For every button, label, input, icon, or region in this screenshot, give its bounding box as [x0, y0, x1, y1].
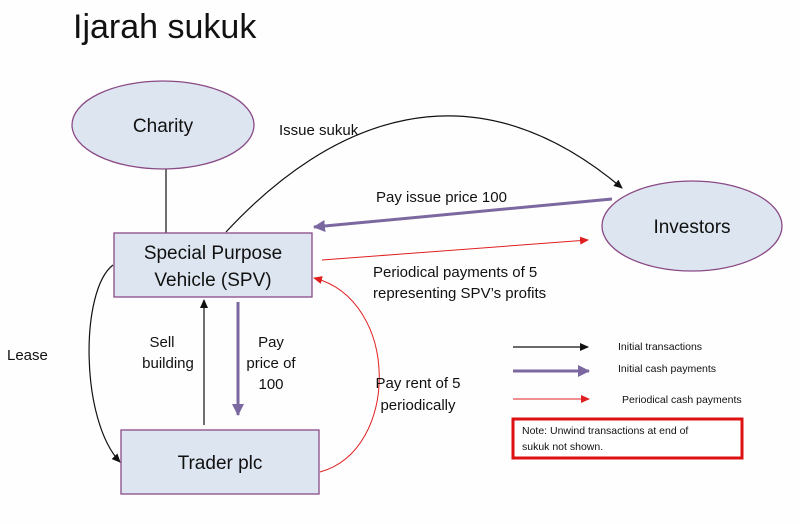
trader-label: Trader plc [178, 453, 263, 474]
pay-rent-arrow [313, 276, 380, 473]
periodical-payments-arrow [321, 236, 589, 261]
pay-issue-price-arrow [313, 197, 613, 232]
issue-sukuk-label: Issue sukuk [279, 122, 359, 139]
charity-node[interactable]: Charity [71, 80, 255, 170]
rent-label-2: periodically [380, 397, 456, 414]
sell-label-1: Sell [149, 334, 174, 351]
legend: Initial transactions Initial cash paymen… [513, 341, 742, 406]
trader-node[interactable]: Trader plc [120, 429, 320, 495]
sell-label-2: building [142, 355, 194, 372]
investors-node[interactable]: Investors [601, 180, 783, 272]
charity-label: Charity [133, 116, 194, 137]
spv-label-line2: Vehicle (SPV) [154, 270, 271, 291]
pay-label-3: 100 [258, 376, 283, 393]
legend-initial-transactions: Initial transactions [618, 341, 702, 353]
issue-sukuk-arrow [225, 115, 623, 233]
page-title: Ijarah sukuk [73, 8, 257, 46]
pay-label-2: price of [246, 355, 296, 372]
note-box: Note: Unwind transactions at end of suku… [511, 417, 744, 460]
spv-label-line1: Special Purpose [144, 243, 282, 264]
pay-issue-price-label: Pay issue price 100 [376, 189, 507, 206]
periodical-label-1: Periodical payments of 5 [373, 264, 537, 281]
legend-initial-cash: Initial cash payments [618, 363, 716, 375]
lease-label: Lease [7, 347, 48, 364]
pay-label-1: Pay [258, 334, 284, 351]
periodical-label-2: representing SPV’s profits [373, 285, 546, 302]
note-line2: sukuk not shown. [522, 441, 603, 453]
rent-label-1: Pay rent of 5 [375, 375, 460, 392]
investors-label: Investors [653, 217, 730, 238]
note-line1: Note: Unwind transactions at end of [522, 425, 688, 437]
legend-periodical: Periodical cash payments [622, 394, 742, 406]
lease-arrow [88, 264, 121, 463]
spv-node[interactable]: Special Purpose Vehicle (SPV) [113, 232, 313, 298]
